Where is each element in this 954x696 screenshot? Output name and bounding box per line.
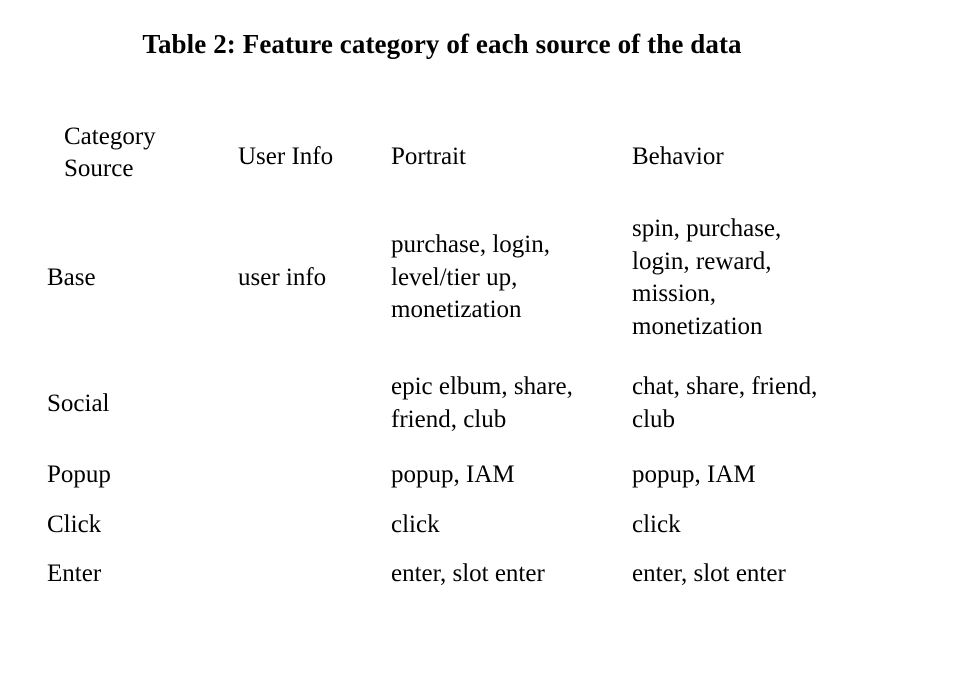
column-header-portrait: Portrait	[391, 143, 466, 170]
corner-header-category: Category	[64, 123, 156, 150]
cell-portrait-popup: popup, IAM	[391, 461, 515, 488]
table-header-row: Category Source User Info Portrait Behav…	[47, 103, 838, 199]
table-row: Base user info purchase, login, level/ti…	[47, 199, 838, 357]
table-caption: Table 2: Feature category of each source…	[142, 29, 742, 59]
cell-behavior-click: click	[632, 510, 681, 538]
cell-portrait-enter: enter, slot enter	[391, 560, 545, 587]
cell-user-info-social	[238, 357, 391, 450]
cell-behavior-social: chat, share, friend, club	[632, 373, 818, 433]
cell-user-info-click	[238, 500, 391, 550]
feature-category-table: Category Source User Info Portrait Behav…	[47, 103, 838, 599]
table-header: Category Source User Info Portrait Behav…	[47, 103, 838, 199]
cell-behavior-base: spin, purchase, login, reward, mission, …	[632, 215, 782, 340]
table-row: Enter enter, slot enter enter, slot ente…	[47, 549, 838, 599]
cell-behavior-enter: enter, slot enter	[632, 560, 786, 587]
corner-header-source: Source	[64, 155, 134, 182]
table-body: Base user info purchase, login, level/ti…	[47, 199, 838, 599]
cell-user-info-popup	[238, 450, 391, 500]
cell-source-enter: Enter	[47, 560, 102, 587]
cell-source-social: Social	[47, 389, 110, 417]
cell-user-info-base: user info	[238, 264, 327, 292]
table-container: Category Source User Info Portrait Behav…	[47, 103, 838, 599]
column-header-user-info: User Info	[238, 143, 334, 170]
cell-portrait-click: click	[391, 510, 440, 538]
table-row: Popup popup, IAM popup, IAM	[47, 450, 838, 500]
cell-source-base: Base	[47, 264, 96, 292]
cell-portrait-base: purchase, login, level/tier up, monetiza…	[391, 231, 550, 324]
cell-user-info-enter	[238, 549, 391, 599]
cell-portrait-social: epic elbum, share, friend, club	[391, 373, 573, 433]
cell-source-popup: Popup	[47, 461, 111, 488]
cell-behavior-popup: popup, IAM	[632, 461, 756, 488]
corner-header-category-source: Category Source	[47, 103, 238, 199]
column-header-behavior: Behavior	[632, 143, 724, 170]
cell-source-click: Click	[47, 510, 102, 538]
table-row: Social epic elbum, share, friend, club c…	[47, 357, 838, 450]
table-row: Click click click	[47, 500, 838, 550]
